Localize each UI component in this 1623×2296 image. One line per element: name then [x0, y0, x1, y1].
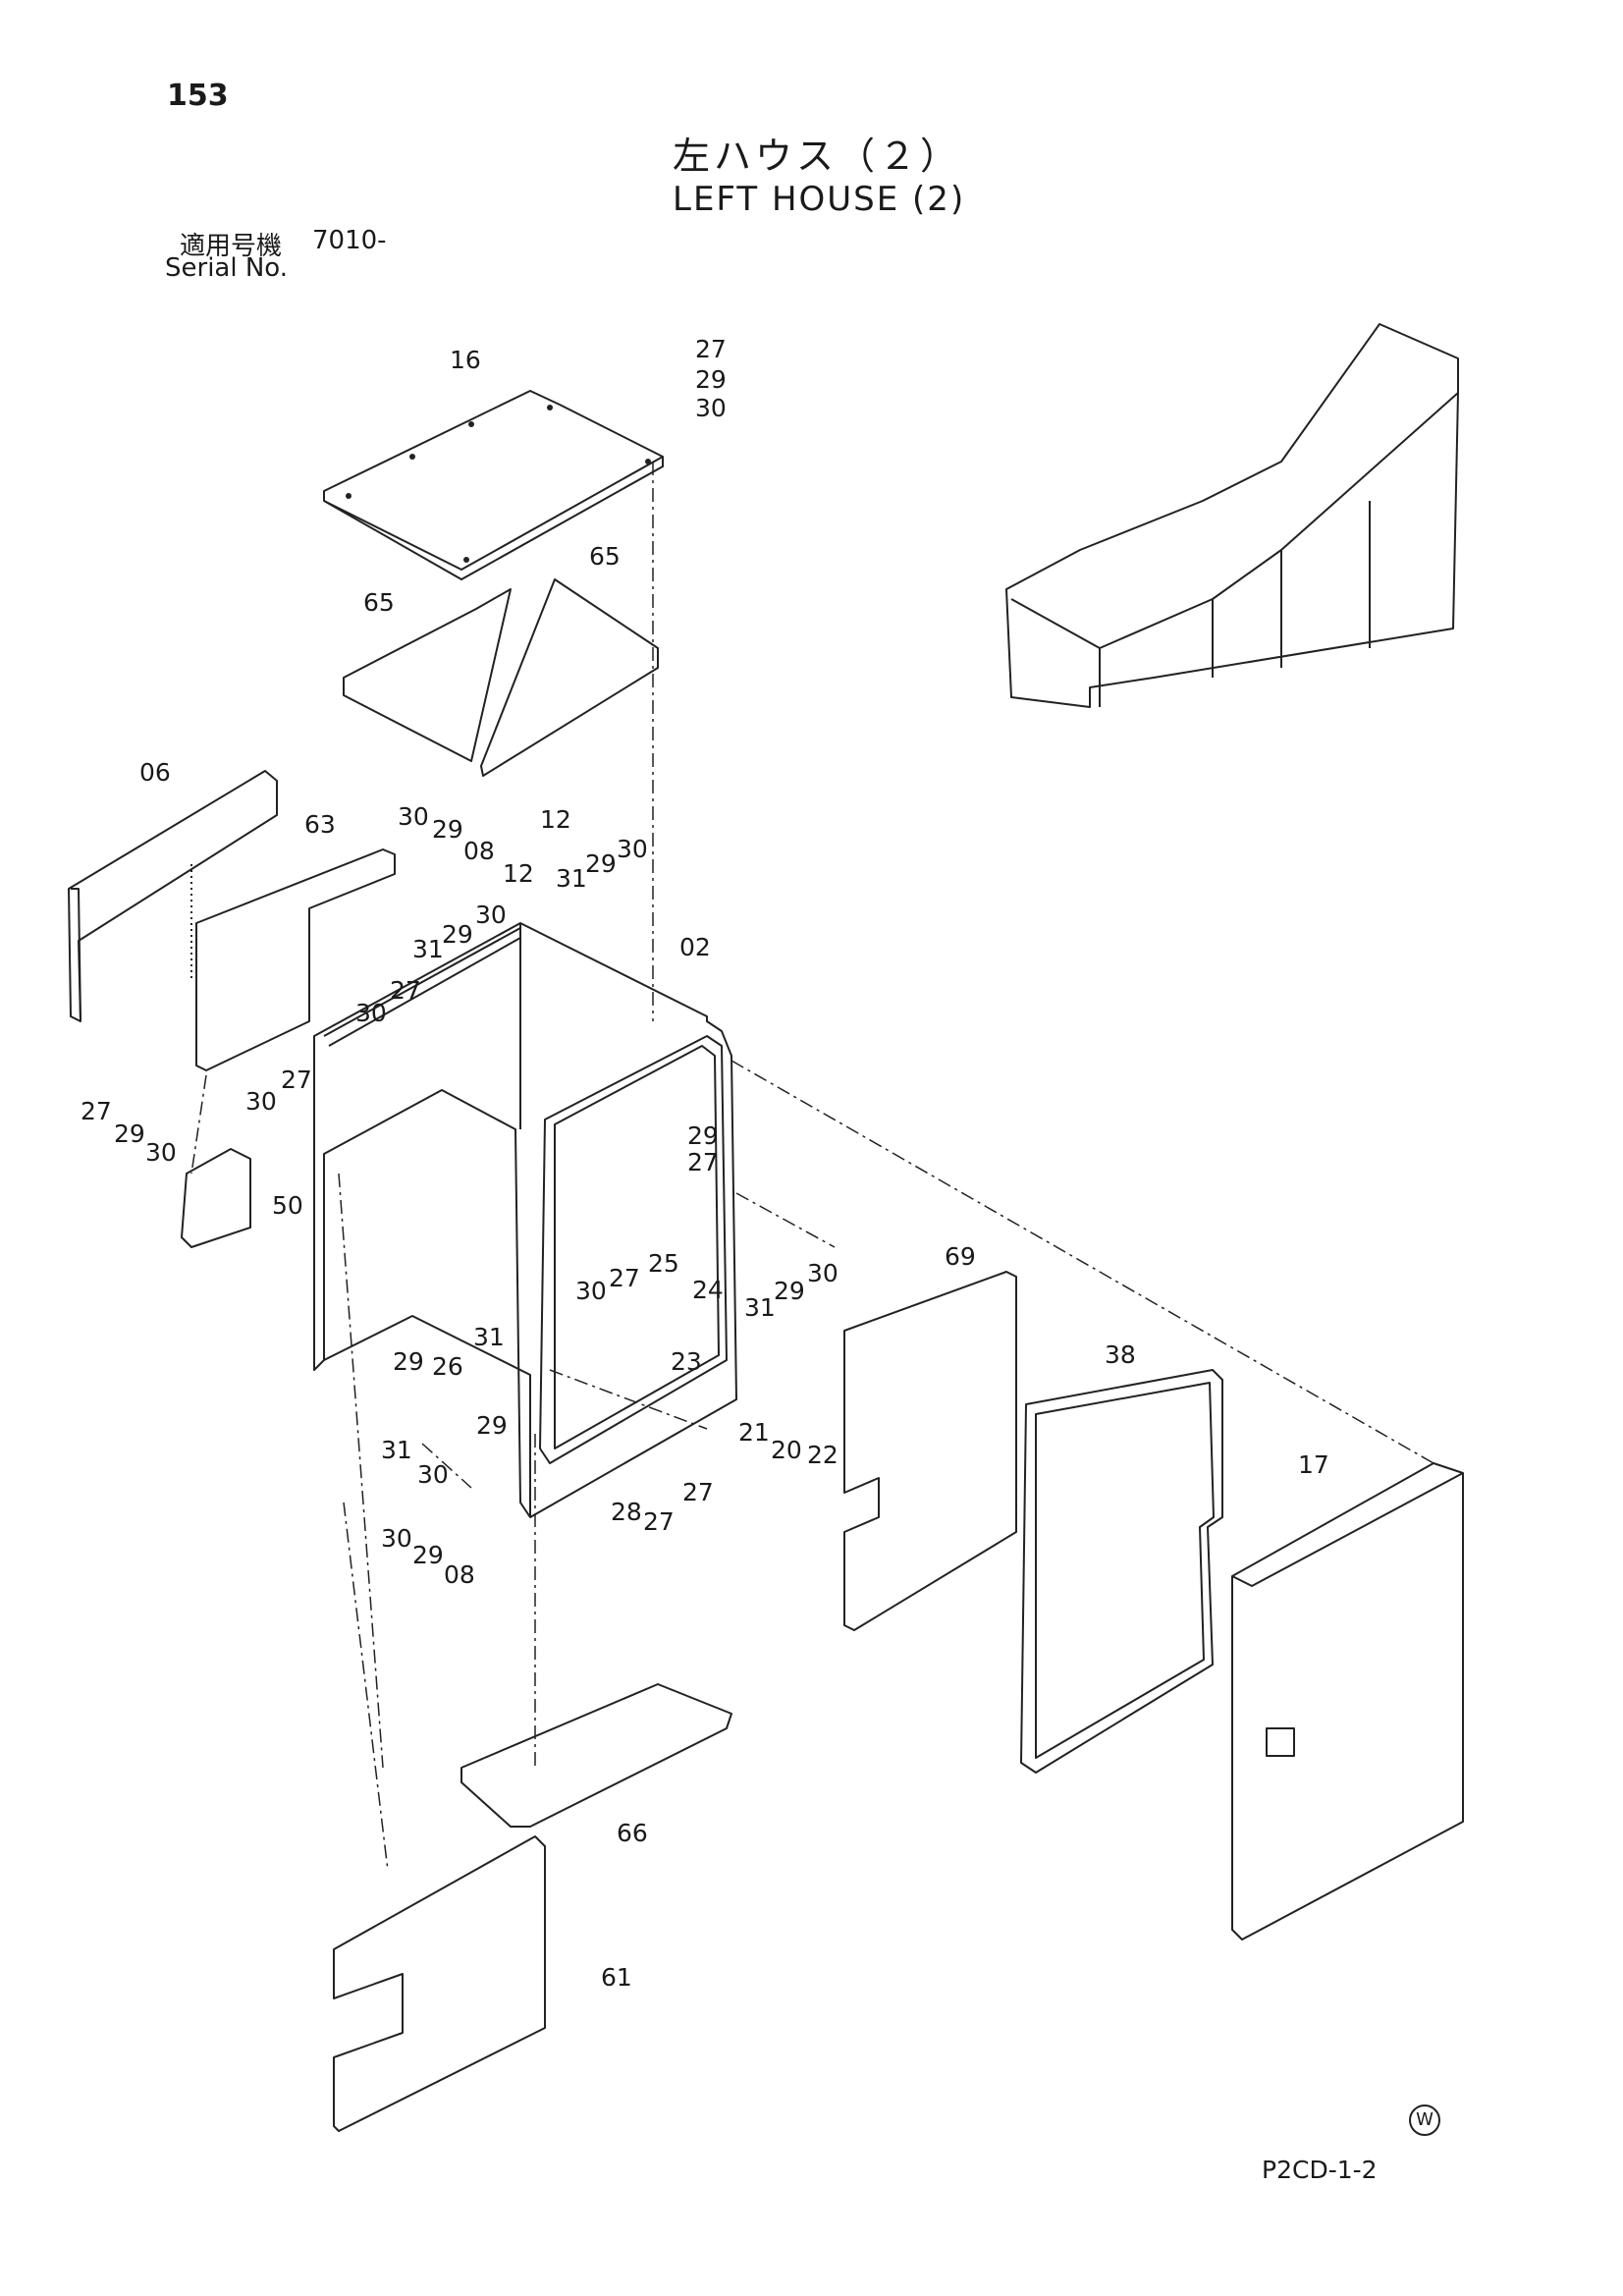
label-08-a: 08 [463, 837, 495, 865]
label-29-g: 29 [393, 1347, 424, 1376]
part-61-pad [333, 1835, 546, 2132]
machine-overview-detail [1010, 392, 1459, 707]
label-30-g: 30 [575, 1277, 607, 1305]
label-20: 20 [771, 1436, 802, 1464]
label-17: 17 [1298, 1450, 1329, 1479]
label-27-d: 27 [687, 1148, 719, 1176]
part-38-door-seal-inner [1035, 1382, 1215, 1759]
serial-label-english: Serial No. [165, 253, 288, 283]
part-17-door [1231, 1462, 1464, 1941]
part-69-pad [843, 1271, 1017, 1631]
label-65-left: 65 [363, 588, 395, 617]
title-japanese: 左ハウス（２） [673, 135, 962, 178]
part-38-door-seal [1020, 1369, 1223, 1774]
label-27-f: 27 [643, 1507, 675, 1536]
part-17-door-edge [1231, 1472, 1464, 1587]
label-30-b: 30 [617, 835, 648, 863]
label-31-e: 31 [381, 1436, 412, 1464]
label-29-h: 29 [476, 1411, 508, 1440]
label-30-e: 30 [245, 1087, 277, 1116]
serial-value: 7010- [312, 226, 387, 255]
part-02-frame-door-opening [539, 1035, 728, 1464]
label-30-top: 30 [695, 394, 727, 422]
label-16: 16 [450, 346, 481, 374]
part-65-right-pad [480, 578, 659, 777]
label-30-i: 30 [417, 1460, 449, 1489]
label-30-c: 30 [475, 901, 507, 929]
label-27-g: 27 [682, 1478, 714, 1506]
part-63-pad [195, 848, 396, 1071]
label-38: 38 [1105, 1340, 1136, 1369]
page-number: 153 [167, 79, 229, 113]
label-30-d: 30 [355, 999, 387, 1027]
machine-overview [1005, 323, 1459, 708]
label-27-e: 27 [609, 1264, 640, 1292]
label-29-top: 29 [695, 365, 727, 394]
label-27-b: 27 [281, 1066, 312, 1094]
label-08-b: 08 [444, 1560, 475, 1589]
part-16-top-panel-edge [323, 457, 664, 580]
label-50: 50 [272, 1191, 303, 1220]
label-63: 63 [304, 810, 336, 839]
label-24: 24 [692, 1276, 724, 1304]
circle-w-mark: W [1409, 2105, 1440, 2136]
label-27-top: 27 [695, 335, 727, 363]
part-16-holes [346, 405, 651, 563]
label-25: 25 [648, 1249, 679, 1278]
part-06-side-plate-face [71, 888, 81, 1022]
label-27-c: 27 [81, 1097, 112, 1125]
label-21: 21 [738, 1418, 770, 1447]
part-66-pad [460, 1683, 732, 1828]
part-06-side-plate [68, 770, 278, 1022]
serial-label-japanese: 適用号機 [180, 232, 283, 261]
label-29-f: 29 [774, 1277, 805, 1305]
label-31-b: 31 [412, 935, 444, 963]
label-69: 69 [945, 1242, 976, 1271]
label-26: 26 [432, 1352, 463, 1381]
label-29-b: 29 [585, 849, 617, 878]
label-61: 61 [601, 1963, 632, 1992]
part-50-cover-plate [181, 1148, 251, 1248]
label-30-h: 30 [807, 1259, 839, 1287]
label-23: 23 [671, 1347, 702, 1376]
label-29-c: 29 [442, 920, 473, 949]
label-29-e: 29 [687, 1121, 719, 1150]
label-29-d: 29 [114, 1120, 145, 1148]
part-labels: 27 29 30 16 65 65 06 63 30 29 08 12 31 2… [81, 335, 1329, 1992]
label-31-c: 31 [744, 1293, 776, 1322]
label-22: 22 [807, 1441, 839, 1469]
label-30-a: 30 [398, 802, 429, 831]
label-31-a: 31 [556, 864, 587, 893]
label-02: 02 [679, 933, 711, 961]
part-02-frame-bottom [323, 1315, 531, 1517]
label-06: 06 [139, 758, 171, 787]
label-27-a: 27 [390, 976, 421, 1005]
label-29-i: 29 [412, 1541, 444, 1569]
drawing-reference: P2CD-1-2 [1262, 2156, 1378, 2184]
label-30-j: 30 [381, 1524, 412, 1553]
label-29-a: 29 [432, 815, 463, 844]
label-65-right: 65 [589, 542, 621, 571]
label-12-a: 12 [540, 805, 571, 834]
part-02-frame-door-inner [554, 1045, 720, 1449]
leader-lines [190, 462, 1434, 1872]
label-12-b: 12 [503, 859, 534, 888]
part-17-door-handle [1266, 1727, 1295, 1757]
part-65-left-pad [343, 588, 512, 762]
label-31-d: 31 [473, 1323, 505, 1351]
label-30-f: 30 [145, 1138, 177, 1167]
label-28: 28 [611, 1498, 642, 1526]
title-english: LEFT HOUSE (2) [673, 180, 966, 219]
label-66: 66 [617, 1819, 648, 1847]
